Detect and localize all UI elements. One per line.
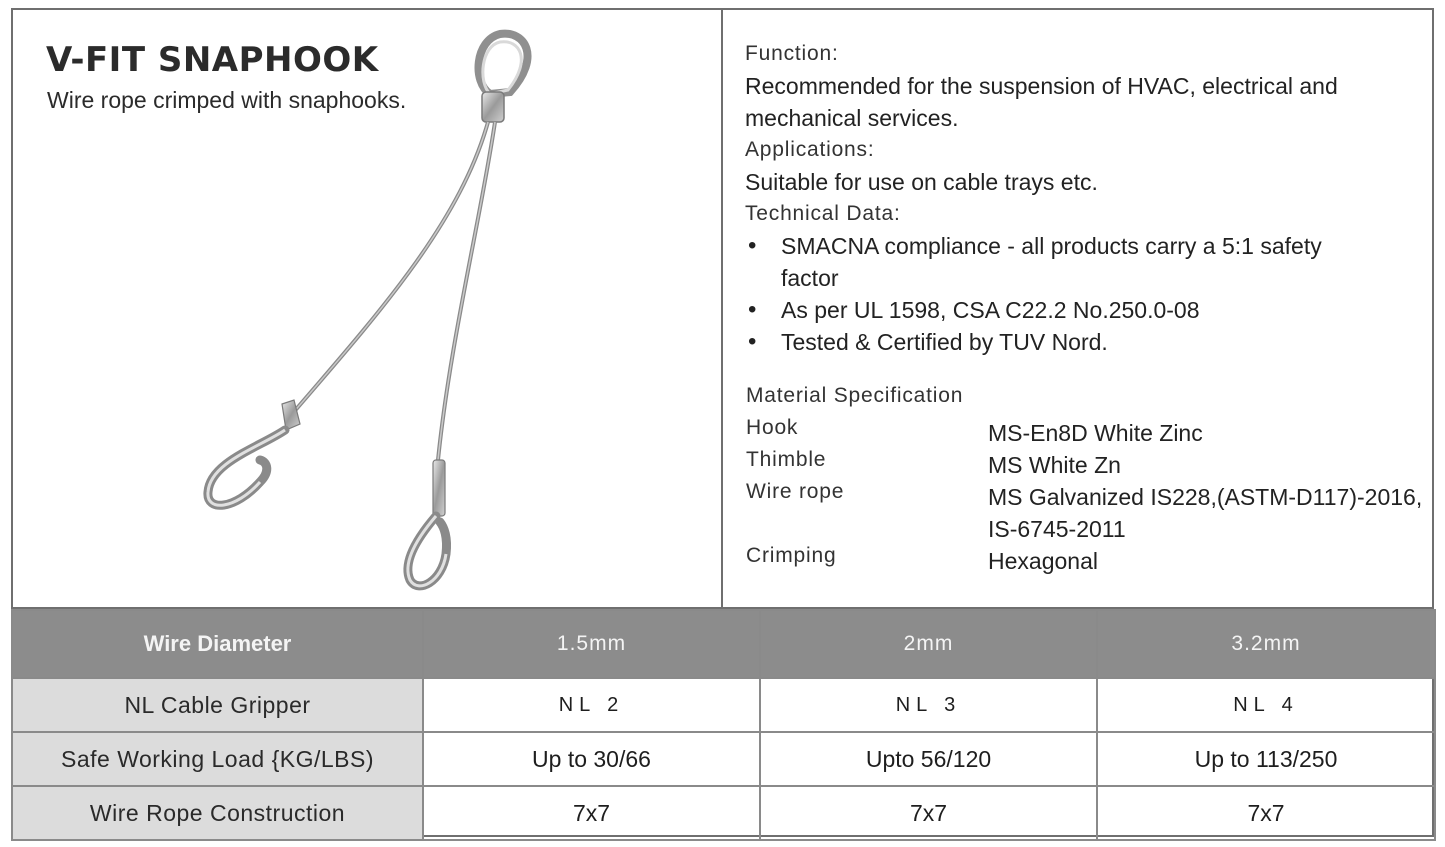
product-subtitle: Wire rope crimped with snaphooks. bbox=[47, 87, 407, 113]
applications-label: Applications: bbox=[745, 138, 875, 161]
product-specifications: Function: Recommended for the suspension… bbox=[745, 38, 1425, 358]
table-cell: NL 3 bbox=[759, 677, 1098, 733]
horizontal-divider bbox=[11, 607, 1434, 609]
table-header-cell: Wire Diameter bbox=[11, 609, 424, 679]
material-specification: Material Specification Hook MS-En8D Whit… bbox=[746, 380, 1426, 574]
material-key: Hook bbox=[746, 416, 799, 439]
table-cell: 7x7 bbox=[422, 785, 761, 841]
table-header-row: Wire Diameter 1.5mm 2mm 3.2mm bbox=[11, 609, 1436, 679]
bullet-text: Tested & Certified by TUV Nord. bbox=[781, 329, 1108, 355]
technical-bullet: • As per UL 1598, CSA C22.2 No.250.0-08 bbox=[745, 294, 1425, 326]
bullet-text: As per UL 1598, CSA C22.2 No.250.0-08 bbox=[781, 297, 1200, 323]
material-key: Crimping bbox=[746, 544, 837, 567]
bullet-text: SMACNA compliance - all products carry a… bbox=[781, 233, 1322, 259]
bullet-icon: • bbox=[748, 232, 757, 259]
table-row: Safe Working Load {KG/LBS) Up to 30/66 U… bbox=[11, 731, 1436, 787]
table-header-cell: 1.5mm bbox=[422, 609, 761, 679]
material-row: IS-6745-2011 bbox=[746, 508, 1426, 542]
specification-table: Wire Diameter 1.5mm 2mm 3.2mm NL Cable G… bbox=[11, 609, 1436, 841]
technical-bullet: • Tested & Certified by TUV Nord. bbox=[745, 326, 1425, 358]
table-cell: Up to 30/66 bbox=[422, 731, 761, 787]
table-header-cell: 3.2mm bbox=[1096, 609, 1436, 679]
table-cell: NL 4 bbox=[1096, 677, 1436, 733]
material-row: Wire rope MS Galvanized IS228,(ASTM-D117… bbox=[746, 476, 1426, 510]
applications-text: Suitable for use on cable trays etc. bbox=[745, 169, 1098, 195]
bullet-icon: • bbox=[748, 296, 757, 323]
table-row: NL Cable Gripper NL 2 NL 3 NL 4 bbox=[11, 677, 1436, 733]
technical-bullet: • SMACNA compliance - all products carry… bbox=[745, 230, 1425, 294]
material-heading: Material Specification bbox=[746, 384, 964, 407]
material-key: Thimble bbox=[746, 448, 827, 471]
material-key: Wire rope bbox=[746, 480, 845, 503]
material-row: Crimping Hexagonal bbox=[746, 540, 1426, 574]
bullet-text-cont: factor bbox=[781, 265, 839, 291]
table-cell: 7x7 bbox=[759, 785, 1098, 841]
table-row-label: Safe Working Load {KG/LBS) bbox=[11, 731, 424, 787]
table-cell: NL 2 bbox=[422, 677, 761, 733]
material-value: Hexagonal bbox=[988, 548, 1098, 574]
table-row-label: NL Cable Gripper bbox=[11, 677, 424, 733]
material-value: MS-En8D White Zinc bbox=[988, 420, 1203, 446]
bullet-icon: • bbox=[748, 328, 757, 355]
function-text-2: mechanical services. bbox=[745, 105, 959, 131]
vertical-divider bbox=[721, 8, 723, 609]
material-value-cont: IS-6745-2011 bbox=[988, 516, 1126, 542]
technical-data-label: Technical Data: bbox=[745, 202, 901, 225]
table-row: Wire Rope Construction 7x7 7x7 7x7 bbox=[11, 785, 1436, 841]
table-cell: Upto 56/120 bbox=[759, 731, 1098, 787]
material-row: Thimble MS White Zn bbox=[746, 444, 1426, 478]
product-title: V-FIT SNAPHOOK bbox=[46, 40, 379, 80]
material-value: MS White Zn bbox=[988, 452, 1121, 478]
material-row: Hook MS-En8D White Zinc bbox=[746, 412, 1426, 446]
material-value: MS Galvanized IS228,(ASTM-D117)-2016, bbox=[988, 484, 1423, 510]
table-header-cell: 2mm bbox=[759, 609, 1098, 679]
table-cell: Up to 113/250 bbox=[1096, 731, 1436, 787]
function-label: Function: bbox=[745, 42, 839, 65]
table-cell: 7x7 bbox=[1096, 785, 1436, 841]
v-fit-snaphook-image bbox=[203, 29, 532, 591]
function-text-1: Recommended for the suspension of HVAC, … bbox=[745, 73, 1338, 99]
table-row-label: Wire Rope Construction bbox=[11, 785, 424, 841]
